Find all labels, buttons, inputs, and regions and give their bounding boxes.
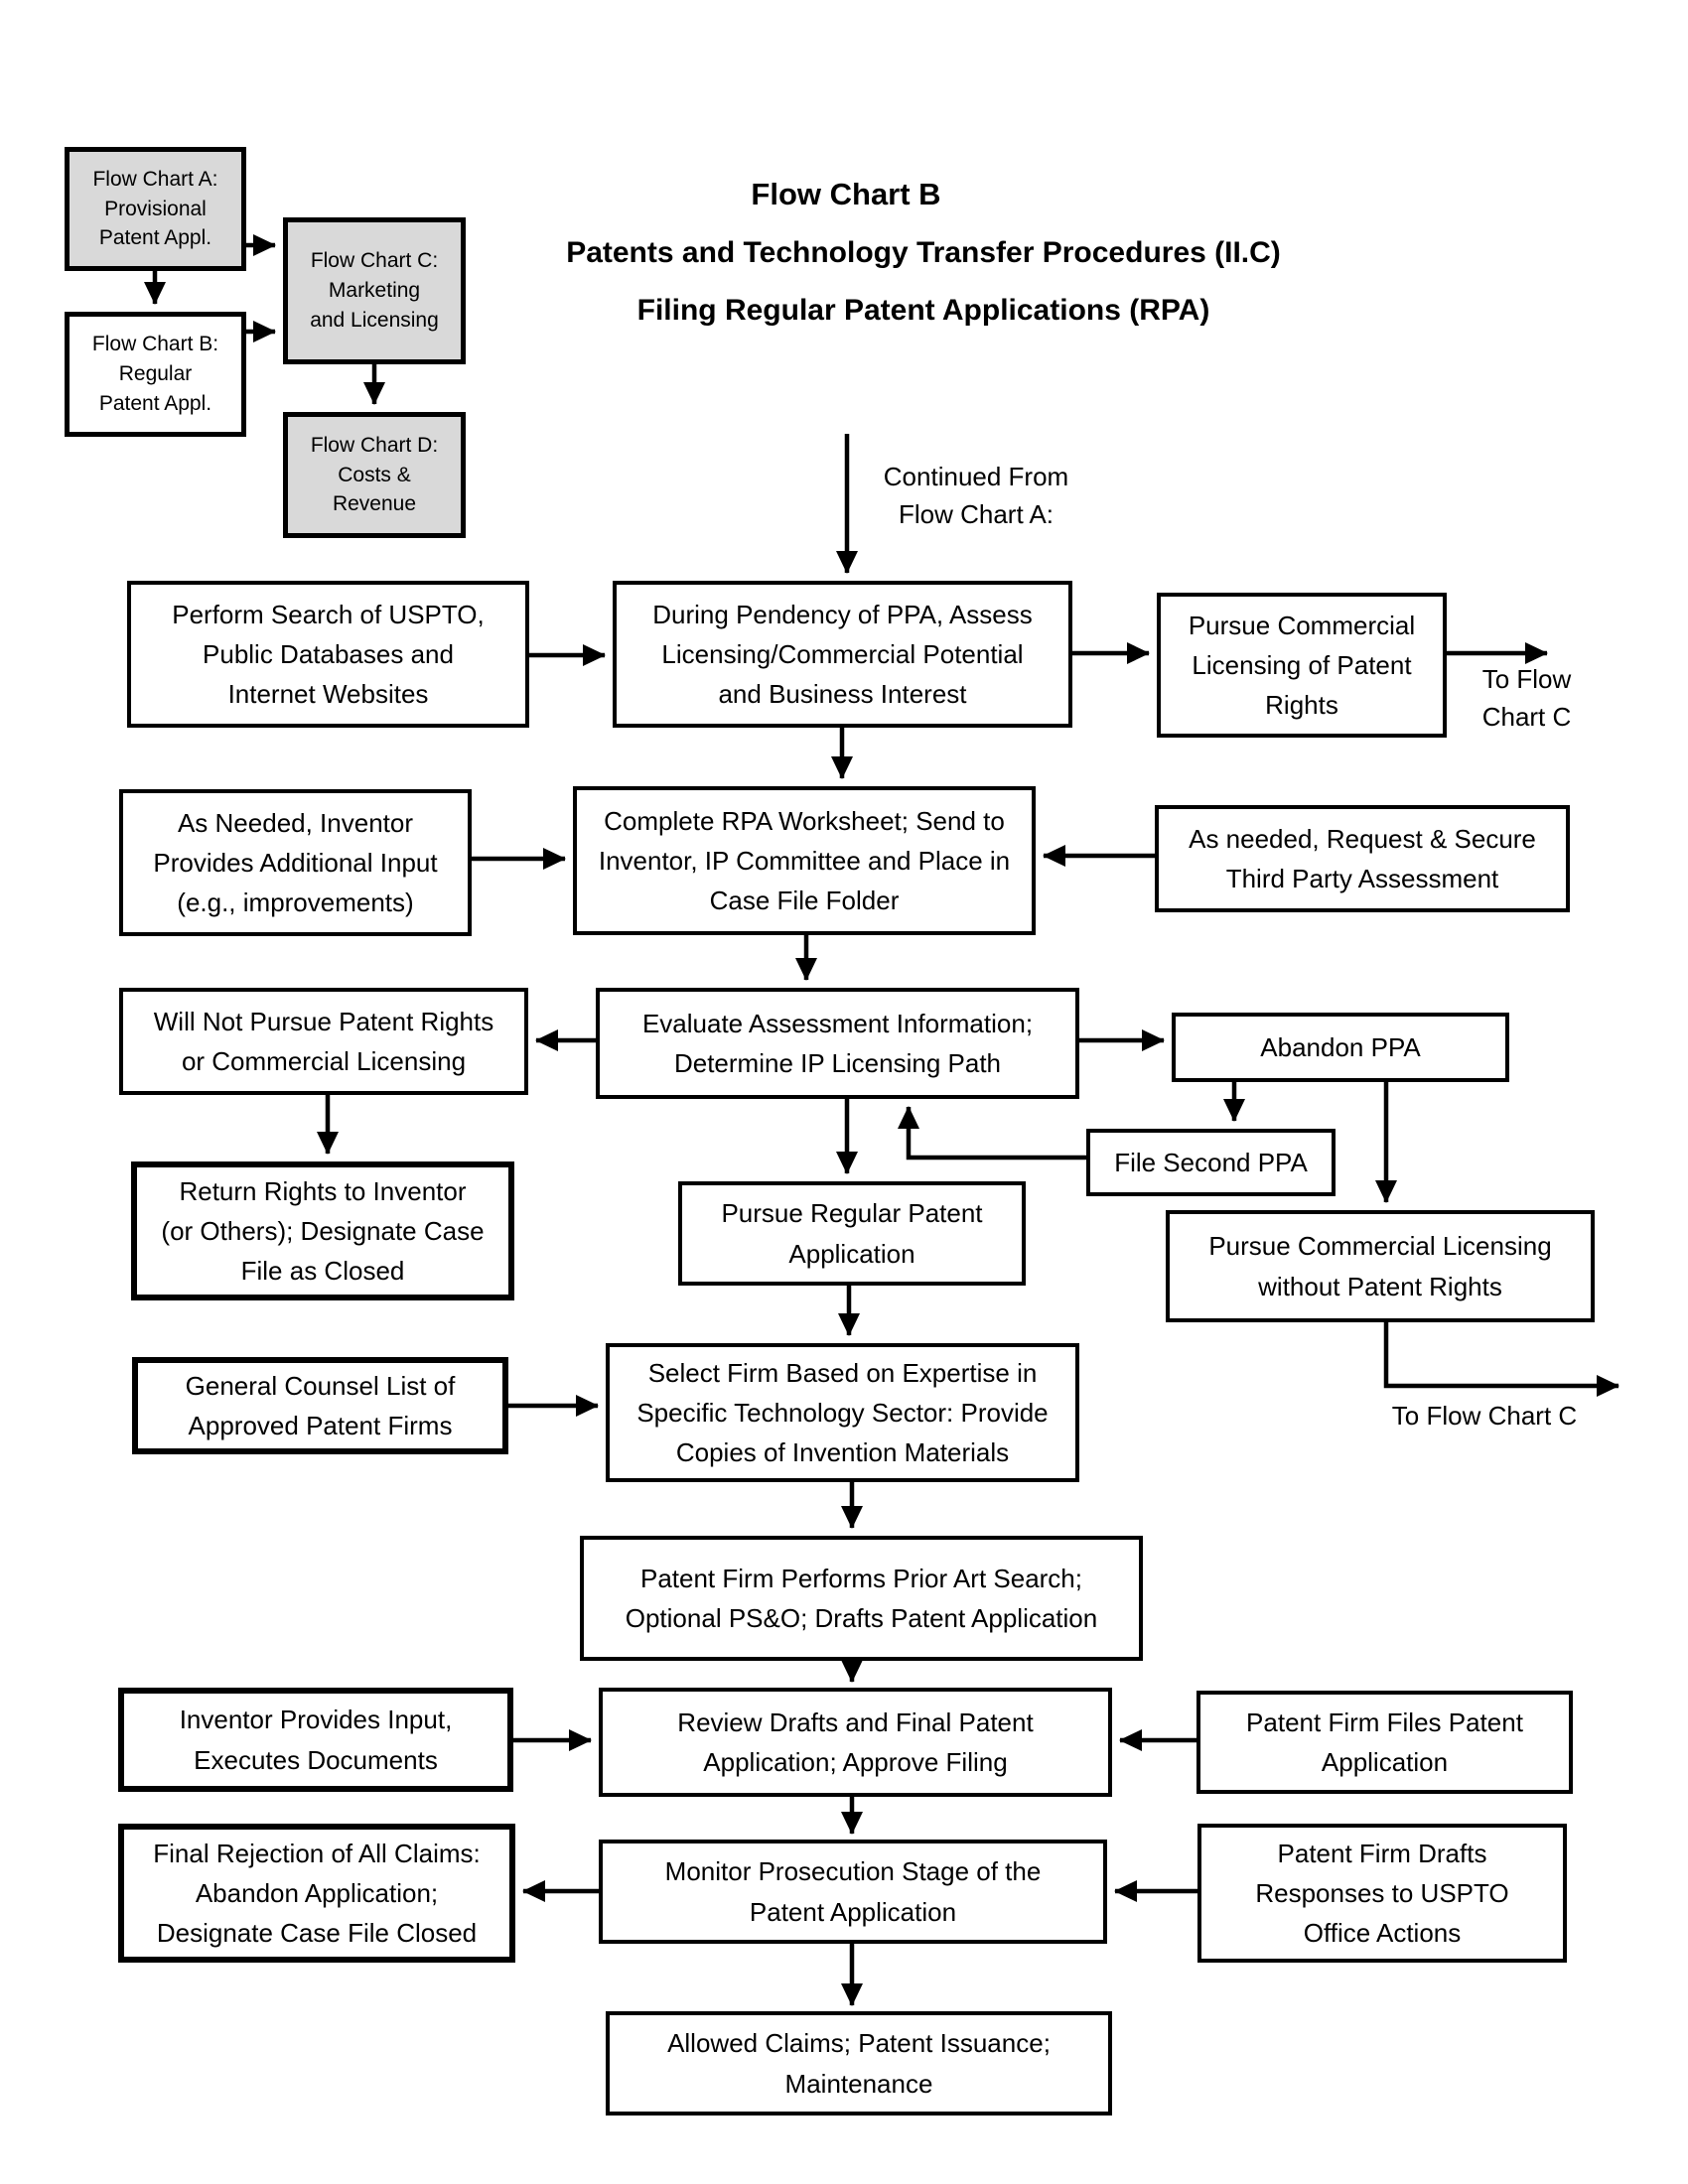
node-allowed-claims: Allowed Claims; Patent Issuance; Mainten… bbox=[606, 2011, 1112, 2116]
node-file-second-ppa: File Second PPA bbox=[1086, 1129, 1336, 1196]
node-complete-rpa-worksheet: Complete RPA Worksheet; Send to Inventor… bbox=[573, 786, 1036, 935]
label-to-flow-chart-c-top: To Flow Chart C bbox=[1481, 664, 1572, 732]
arrow-secondppa-to-evaluate bbox=[898, 1106, 1086, 1160]
node-perform-search: Perform Search of USPTO, Public Database… bbox=[127, 581, 529, 728]
title-line-1: Flow Chart B bbox=[751, 177, 941, 211]
legend-flow-chart-c: Flow Chart C: Marketing and Licensing bbox=[283, 217, 466, 364]
node-third-party-assessment: As needed, Request & Secure Third Party … bbox=[1155, 805, 1570, 912]
label-continued-from-chart-a: Continued From Flow Chart A: bbox=[883, 462, 1069, 529]
node-final-rejection: Final Rejection of All Claims: Abandon A… bbox=[118, 1824, 515, 1963]
title-line-2: Patents and Technology Transfer Procedur… bbox=[566, 236, 1281, 269]
node-pursue-licensing-without-patent: Pursue Commercial Licensing without Pate… bbox=[1166, 1210, 1595, 1322]
node-will-not-pursue: Will Not Pursue Patent Rights or Commerc… bbox=[119, 988, 528, 1095]
node-pursue-regular-application: Pursue Regular Patent Application bbox=[678, 1181, 1026, 1286]
node-pursue-commercial-licensing: Pursue Commercial Licensing of Patent Ri… bbox=[1157, 593, 1447, 738]
node-abandon-ppa: Abandon PPA bbox=[1172, 1013, 1509, 1082]
node-firm-drafts-responses: Patent Firm Drafts Responses to USPTO Of… bbox=[1197, 1824, 1567, 1963]
node-prior-art-search: Patent Firm Performs Prior Art Search; O… bbox=[580, 1536, 1143, 1661]
node-evaluate-assessment: Evaluate Assessment Information; Determi… bbox=[596, 988, 1079, 1099]
node-return-rights: Return Rights to Inventor (or Others); D… bbox=[131, 1161, 514, 1300]
node-inventor-executes-documents: Inventor Provides Input, Executes Docume… bbox=[118, 1688, 513, 1792]
legend-flow-chart-d: Flow Chart D: Costs & Revenue bbox=[283, 412, 466, 538]
node-review-drafts: Review Drafts and Final Patent Applicati… bbox=[599, 1688, 1112, 1797]
title-line-3: Filing Regular Patent Applications (RPA) bbox=[636, 294, 1210, 327]
arrow-licensing-no-patent-to-chart-c bbox=[1383, 1322, 1619, 1397]
page-title: Flow Chart B Patents and Technology Tran… bbox=[417, 177, 1430, 328]
node-during-pendency: During Pendency of PPA, Assess Licensing… bbox=[613, 581, 1072, 728]
legend-flow-chart-b: Flow Chart B: Regular Patent Appl. bbox=[65, 312, 246, 437]
node-inventor-additional-input: As Needed, Inventor Provides Additional … bbox=[119, 789, 472, 936]
legend-flow-chart-a: Flow Chart A: Provisional Patent Appl. bbox=[65, 147, 246, 271]
label-to-flow-chart-c-bottom: To Flow Chart C bbox=[1391, 1401, 1578, 1431]
node-monitor-prosecution: Monitor Prosecution Stage of the Patent … bbox=[599, 1840, 1107, 1944]
node-general-counsel-list: General Counsel List of Approved Patent … bbox=[132, 1357, 508, 1454]
node-firm-files-application: Patent Firm Files Patent Application bbox=[1196, 1691, 1573, 1794]
node-select-firm: Select Firm Based on Expertise in Specif… bbox=[606, 1343, 1079, 1482]
